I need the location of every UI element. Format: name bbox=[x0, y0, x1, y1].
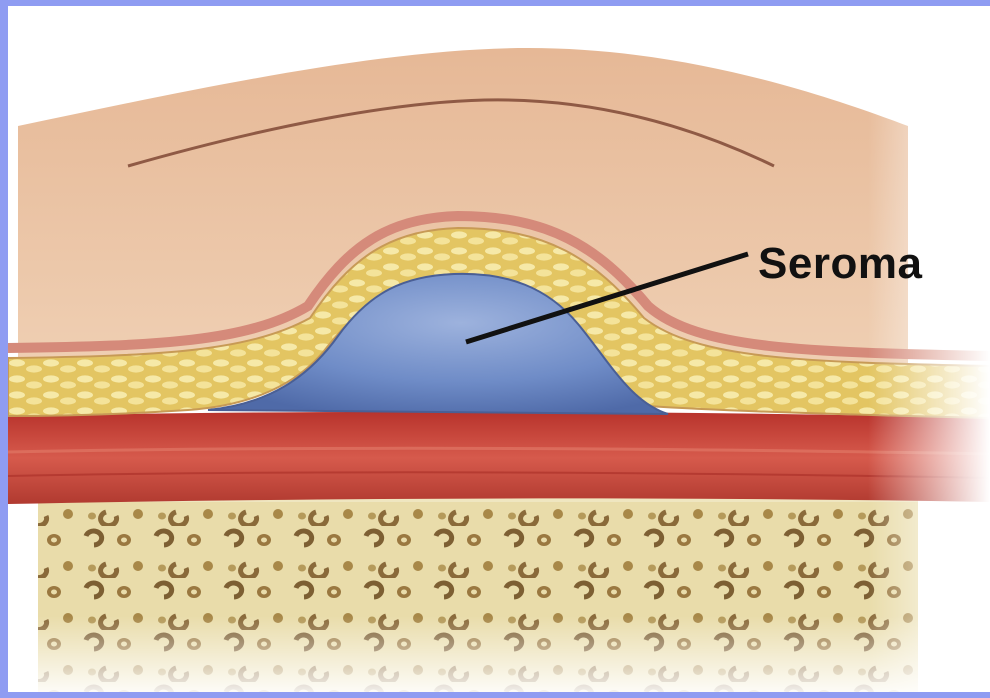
muscle-layer bbox=[8, 412, 990, 504]
seroma-cross-section-illustration bbox=[8, 6, 990, 692]
edge-fade bbox=[868, 6, 990, 692]
seroma-label: Seroma bbox=[758, 242, 922, 286]
edge-fade bbox=[8, 616, 990, 692]
